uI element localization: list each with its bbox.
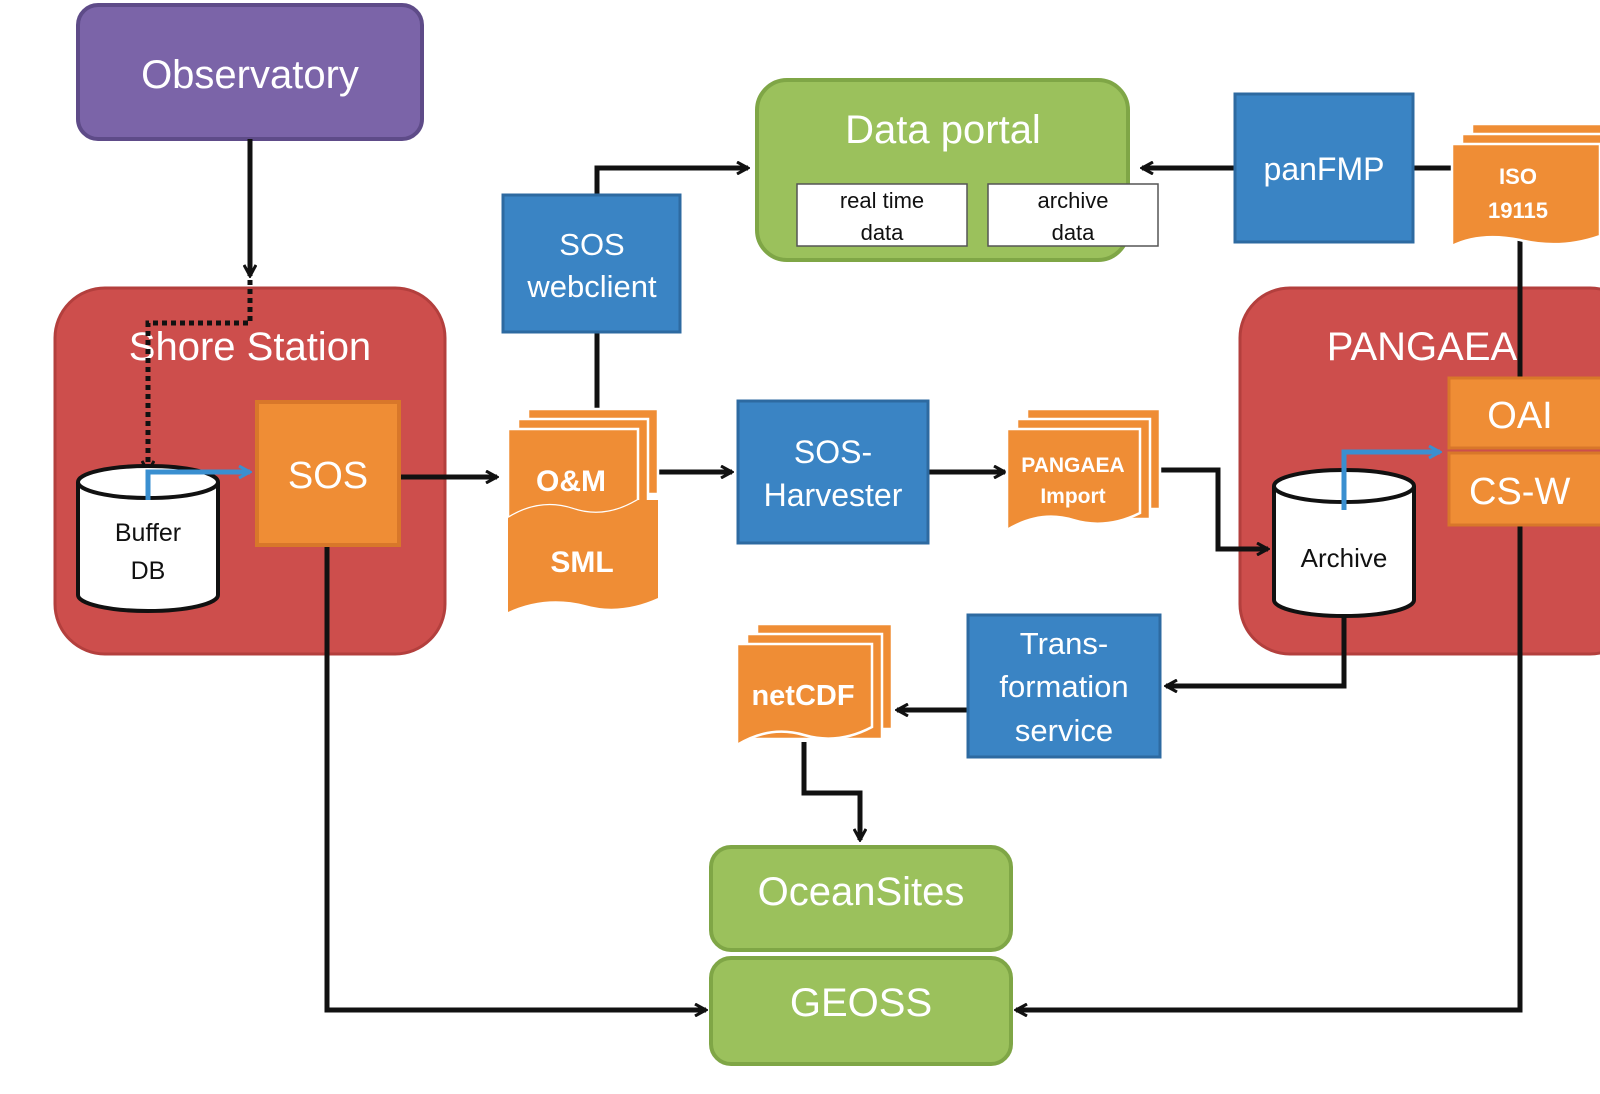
- buffer-to-sos-connector: [145, 472, 250, 500]
- sos-webclient-label-line2: webclient: [526, 269, 657, 304]
- oceansites-node: OceanSites: [709, 845, 1013, 952]
- transformation-label-line1: Trans-: [1020, 626, 1108, 661]
- real-time-data-box: [796, 183, 968, 247]
- observatory-node: Observatory: [76, 3, 424, 141]
- transformation-label-line3: service: [1015, 713, 1113, 748]
- sos-to-geoss-connector: [324, 545, 706, 1010]
- archive-node: Archive: [1272, 468, 1416, 618]
- oai-node: OAI: [1447, 376, 1600, 450]
- iso-label-line2: 19115: [1488, 198, 1548, 223]
- oai-label: OAI: [1487, 395, 1552, 437]
- oceansites-label: OceanSites: [758, 870, 965, 914]
- archive-label: Archive: [1301, 543, 1388, 573]
- csw-label: CS-W: [1469, 471, 1570, 513]
- real-time-data-label-line2: data: [861, 220, 905, 245]
- archive-data-label-line2: data: [1052, 220, 1096, 245]
- om-document-stack: O&M: [506, 407, 660, 521]
- netcdf-to-oceansites-connector: [801, 742, 860, 840]
- sos-harvester-label-line2: Harvester: [764, 477, 903, 513]
- sos-label: SOS: [288, 455, 368, 497]
- sos-webclient-label-line1: SOS: [559, 227, 624, 262]
- archive-data-label-line1: archive: [1038, 188, 1109, 213]
- netcdf-label: netCDF: [751, 680, 854, 712]
- data-portal-node: Data portal real time data archive data: [755, 78, 1159, 262]
- pangaea-label: PANGAEA: [1327, 325, 1518, 369]
- sos-webclient-node: SOS webclient: [501, 193, 682, 334]
- iso-document-stack: ISO 19115: [1450, 122, 1600, 249]
- geoss-node: GEOSS: [709, 956, 1013, 1066]
- observatory-label: Observatory: [141, 53, 359, 97]
- panfmp-label: panFMP: [1264, 151, 1385, 187]
- sos-harvester-label-line1: SOS-: [794, 434, 872, 470]
- sml-label: SML: [550, 546, 613, 579]
- buffer-db-label-line2: DB: [131, 557, 166, 585]
- transformation-service-node: Trans- formation service: [966, 613, 1162, 759]
- om-label: O&M: [536, 465, 606, 498]
- archive-to-oai-connector: [1341, 452, 1440, 510]
- shore-station-label: Shore Station: [129, 325, 371, 369]
- buffer-db-label-line1: Buffer: [115, 519, 181, 547]
- connectors: [250, 139, 1523, 1010]
- transformation-label-line2: formation: [999, 669, 1128, 704]
- netcdf-document-stack: netCDF: [735, 622, 894, 748]
- csw-to-geoss-connector: [1016, 525, 1523, 1010]
- iso-label-line1: ISO: [1499, 164, 1537, 189]
- data-portal-label: Data portal: [845, 108, 1041, 152]
- pangaea-import-document-stack: PANGAEA Import: [1005, 407, 1162, 533]
- archive-data-box: [987, 183, 1159, 247]
- sos-node: SOS: [255, 400, 401, 547]
- csw-node: CS-W: [1447, 451, 1600, 527]
- pangaea-import-label-line1: PANGAEA: [1021, 454, 1124, 477]
- geoss-label: GEOSS: [790, 981, 932, 1025]
- real-time-data-label-line1: real time: [840, 188, 924, 213]
- panfmp-node: panFMP: [1233, 92, 1415, 244]
- import-to-archive-connector: [1160, 467, 1268, 549]
- pangaea-import-label-line2: Import: [1040, 485, 1105, 508]
- sos-harvester-node: SOS- Harvester: [736, 399, 930, 545]
- sml-document: SML: [508, 500, 658, 612]
- observatory-to-buffer-dotted-connector: [148, 280, 253, 472]
- archive-to-transformation-connector: [1166, 610, 1347, 686]
